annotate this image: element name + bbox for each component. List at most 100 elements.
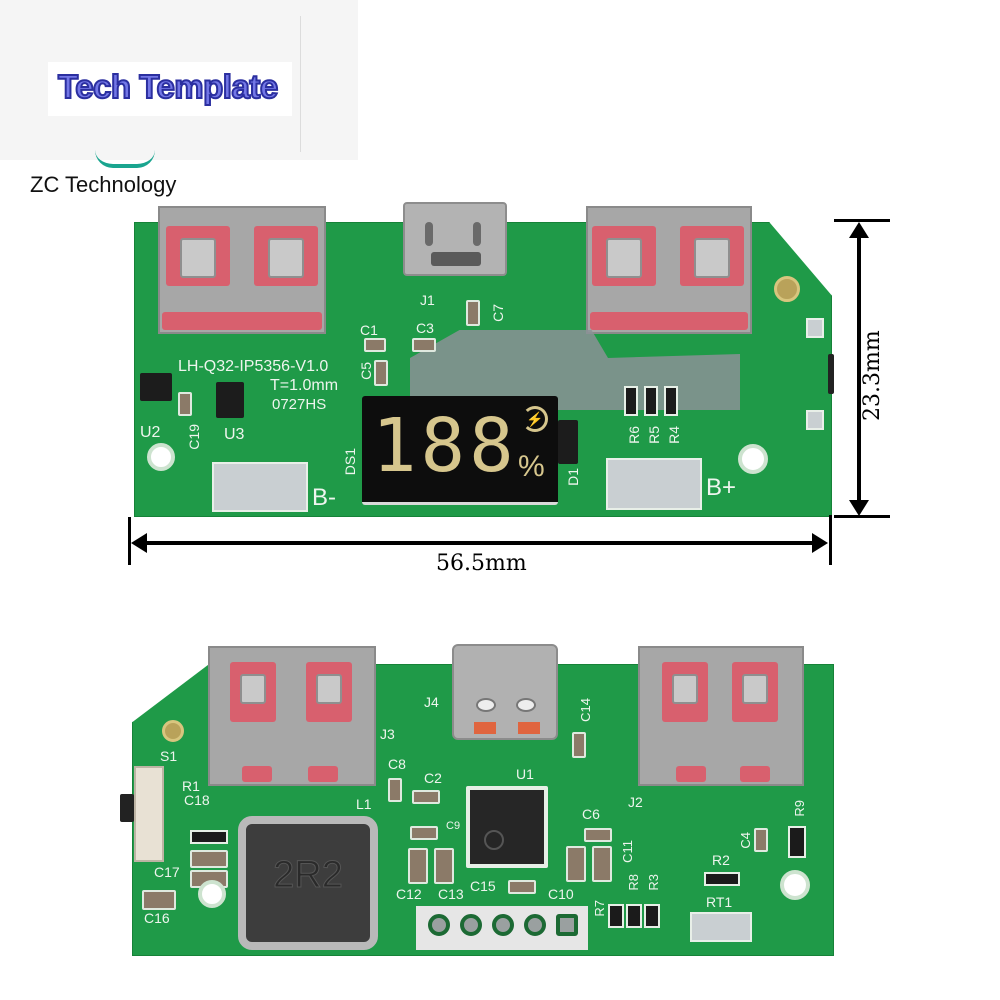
capacitor-c15 [508, 880, 536, 894]
capacitor-c10 [566, 846, 586, 882]
usb-a-port-j3 [208, 646, 376, 786]
capacitor-c3 [412, 338, 436, 352]
switch-edge [828, 354, 834, 394]
charging-bolt-icon: ⚡ [522, 406, 548, 432]
label-c7: C7 [490, 304, 506, 322]
label-ds1: DS1 [342, 448, 358, 476]
dimension-height-label: 23.3mm [860, 330, 885, 421]
resistor-r8 [626, 904, 642, 928]
ic-u1-ip5356 [466, 786, 548, 868]
label-c11: C11 [620, 840, 635, 863]
label-c3: C3 [416, 320, 434, 336]
side-pad-lower [806, 410, 824, 430]
diode-d1 [558, 420, 578, 464]
ic-u2 [140, 373, 172, 401]
label-s1: S1 [160, 748, 178, 764]
label-c10: C10 [548, 886, 574, 902]
mounting-hole-bottom-left [198, 880, 226, 908]
label-c5: C5 [358, 362, 374, 380]
dimension-width-label: 56.5mm [436, 551, 527, 576]
battery-pad-negative [212, 462, 308, 512]
board-model-label: LH-Q32-IP5356-V1.0 [178, 358, 329, 375]
side-pad-upper [806, 318, 824, 338]
capacitor-c2 [412, 790, 440, 804]
capacitor-c1 [364, 338, 386, 352]
mounting-hole-top-left [147, 443, 175, 471]
resistor-r3 [644, 904, 660, 928]
dimension-height-bottom-tick [834, 515, 890, 518]
label-c12: C12 [396, 886, 422, 902]
label-r8: R8 [626, 874, 641, 891]
capacitor-c16 [142, 890, 176, 910]
label-j3: J3 [380, 726, 395, 742]
inductor-l1: 2R2 [238, 816, 378, 950]
mounting-hole-top-right [738, 444, 768, 474]
battery-percentage-display: 188 ⚡ % [362, 396, 558, 505]
dimension-corner-tick [829, 515, 832, 565]
label-r9: R9 [792, 800, 807, 817]
watermark-label-box [48, 62, 292, 116]
label-c14: C14 [578, 698, 593, 722]
label-c2: C2 [424, 770, 442, 786]
thermistor-rt1 [690, 912, 752, 942]
label-l1: L1 [356, 796, 372, 812]
label-c1: C1 [360, 322, 378, 338]
label-c6: C6 [582, 806, 600, 822]
label-rt1: RT1 [706, 894, 733, 910]
percent-sign: % [518, 450, 545, 483]
dimension-width-left-tick [128, 517, 131, 565]
label-j2: J2 [628, 794, 643, 810]
capacitor-c13 [434, 848, 454, 884]
label-r6: R6 [626, 426, 642, 444]
capacitor-c6 [584, 828, 612, 842]
resistor-r6 [624, 386, 638, 416]
watermark-divider [300, 16, 301, 152]
board-thickness-label: T=1.0mm [270, 377, 339, 394]
label-c4: C4 [738, 832, 753, 849]
label-battery-positive: B+ [706, 474, 737, 501]
label-battery-negative: B- [312, 484, 336, 511]
arrow-up-icon [849, 222, 869, 238]
switch-via-pad [774, 276, 800, 302]
label-u1: U1 [516, 766, 534, 782]
power-switch-s1[interactable] [134, 766, 164, 862]
mounting-hole-bottom-right [780, 870, 810, 900]
usb-a-port-right-top [586, 206, 752, 334]
capacitor-c4 [754, 828, 768, 852]
resistor-r7 [608, 904, 624, 928]
resistor-r9 [788, 826, 806, 858]
dimension-width-line [146, 541, 816, 545]
usb-type-c-port-j4 [452, 644, 558, 740]
dimension-height-line [857, 232, 861, 504]
mounting-via-s1 [162, 720, 184, 742]
capacitor-c14 [572, 732, 586, 758]
label-c19: C19 [186, 424, 202, 450]
capacitor-c7 [466, 300, 480, 326]
arrow-down-icon [849, 500, 869, 516]
brand-name: ZC Technology [30, 172, 177, 197]
label-c18: C18 [184, 792, 210, 808]
capacitor-c11 [592, 846, 612, 882]
label-j1: J1 [420, 292, 435, 308]
label-c8: C8 [388, 756, 406, 772]
arrow-right-icon [812, 533, 828, 553]
switch-actuator[interactable] [120, 794, 134, 822]
label-c15: C15 [470, 878, 496, 894]
capacitor-c18 [190, 850, 228, 868]
dimension-height-top-tick [834, 219, 890, 222]
battery-pad-positive [606, 458, 702, 510]
label-r3: R3 [646, 874, 661, 891]
label-u2: U2 [140, 424, 161, 441]
resistor-r4 [664, 386, 678, 416]
capacitor-c8 [388, 778, 402, 802]
label-d1: D1 [565, 468, 581, 486]
inductor-marking: 2R2 [273, 854, 344, 897]
label-r5: R5 [646, 426, 662, 444]
label-c17: C17 [154, 864, 180, 880]
resistor-r1 [190, 830, 228, 844]
display-digits: 188 [372, 403, 518, 489]
label-u3: U3 [224, 426, 245, 443]
label-r4: R4 [666, 426, 682, 444]
usb-a-port-j2 [638, 646, 804, 786]
label-c13: C13 [438, 886, 464, 902]
